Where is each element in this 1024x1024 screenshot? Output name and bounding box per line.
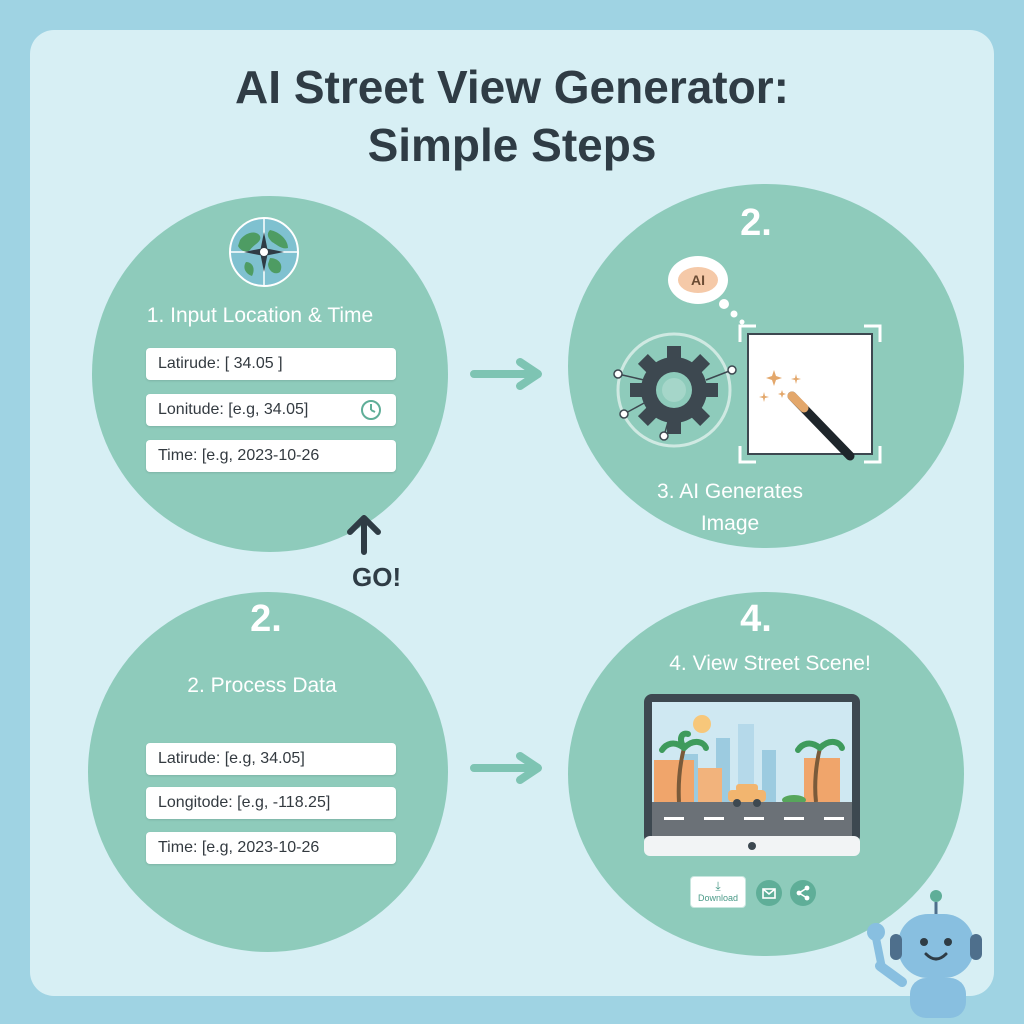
download-button[interactable]: ⤓ Download xyxy=(690,876,746,908)
go-label[interactable]: GO! xyxy=(352,562,402,592)
time-field-2[interactable]: Time: [e.g, 2023-10-26 xyxy=(146,832,396,864)
longitude-field-2[interactable]: Longitode: [e.g, -118.25] xyxy=(146,787,396,819)
robot-mascot-icon xyxy=(867,890,982,1018)
magic-wand-icon xyxy=(759,370,855,461)
download-label: Download xyxy=(697,893,739,903)
step4-label: 4. View Street Scene! xyxy=(669,652,871,675)
share-icon xyxy=(796,885,810,901)
title-line-1: AI Street View Generator: xyxy=(235,61,789,113)
step3-label: 3. AI Generates Image xyxy=(620,480,840,536)
title-line-2: Simple Steps xyxy=(367,119,657,171)
globe-icon xyxy=(229,217,299,287)
ai-bubble-text: AI xyxy=(691,272,705,288)
step1-label: 1. Input Location & Time xyxy=(146,304,374,327)
step-number-bottom-left: 2. xyxy=(250,598,282,640)
latitude-field[interactable]: Latirude: [ 34.05 ] xyxy=(146,348,396,380)
latitude-field-2[interactable]: Latirude: [e.g, 34.05] xyxy=(146,743,396,775)
step2-label: 2. Process Data xyxy=(187,674,337,697)
download-icon: ⤓ xyxy=(715,879,721,893)
gear-icon xyxy=(613,332,737,448)
page-title: AI Street View Generator: Simple Steps xyxy=(0,58,1024,174)
up-arrow-icon xyxy=(347,515,381,555)
ai-thought-bubble-icon: AI xyxy=(668,256,745,325)
right-arrow-icon-2 xyxy=(470,752,542,784)
time-field[interactable]: Time: [e.g, 2023-10-26 xyxy=(146,440,396,472)
canvas-frame-icon xyxy=(738,324,882,464)
share-button[interactable] xyxy=(790,880,816,906)
email-button[interactable] xyxy=(756,880,782,906)
step-number-bottom-right: 4. xyxy=(740,598,772,640)
longitude-field[interactable]: Lonitude: [e.g, 34.05] xyxy=(146,394,396,426)
step3-label-line-1: 3. AI Generates xyxy=(657,480,803,503)
step-number-top: 2. xyxy=(740,202,772,244)
mail-icon xyxy=(762,888,776,899)
monitor-street-scene-icon xyxy=(644,694,860,856)
right-arrow-icon xyxy=(470,358,542,390)
step3-label-line-2: Image xyxy=(700,512,760,535)
clock-icon xyxy=(361,400,381,420)
